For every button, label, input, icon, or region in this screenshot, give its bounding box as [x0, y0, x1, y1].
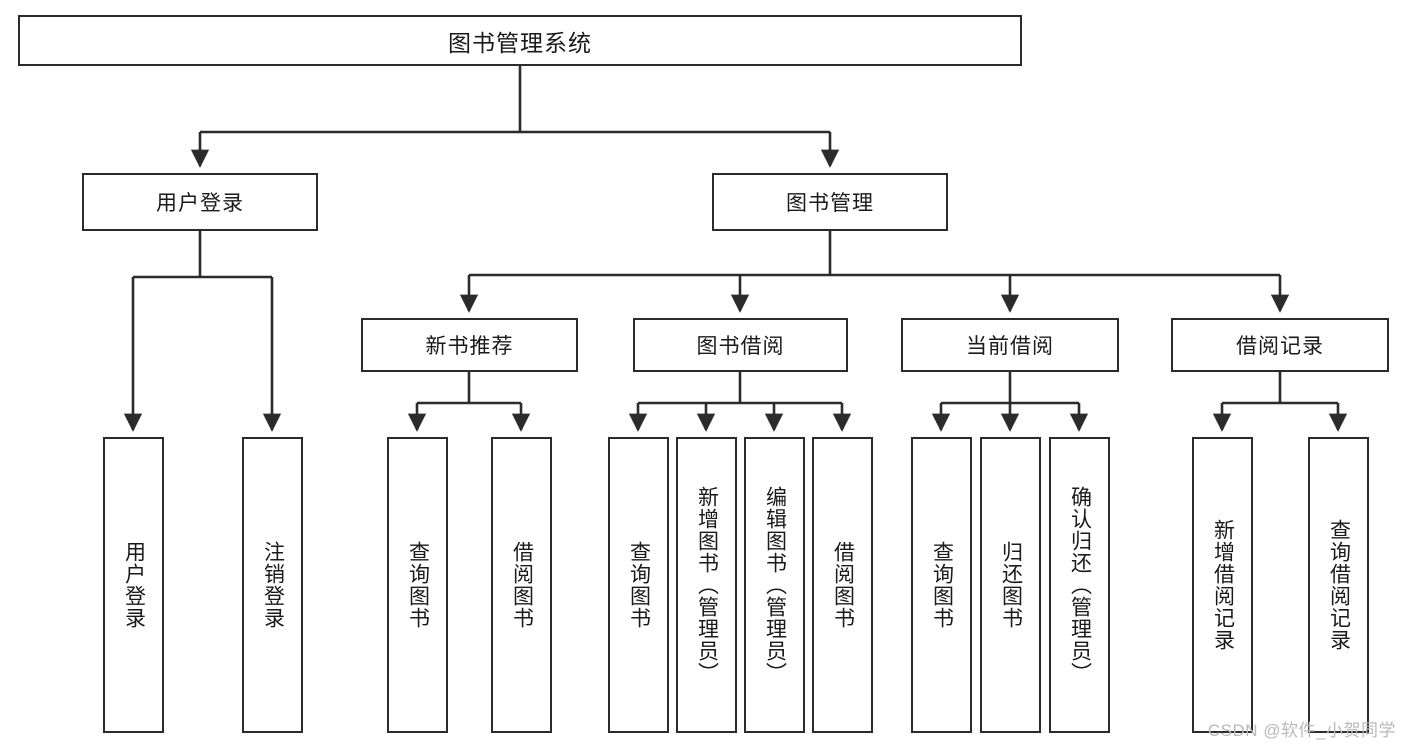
node-leaf-borrow-book[interactable]: 借阅图书 — [812, 437, 873, 733]
node-user-login[interactable]: 用户登录 — [82, 173, 318, 231]
node-label: 编辑图书（管理员） — [763, 486, 787, 684]
node-label: 新增图书（管理员） — [695, 486, 719, 684]
node-new-book-recommend[interactable]: 新书推荐 — [361, 318, 578, 372]
node-borrow-record[interactable]: 借阅记录 — [1171, 318, 1389, 372]
node-leaf-borrow-book-recommend[interactable]: 借阅图书 — [491, 437, 552, 733]
node-label: 查询图书 — [627, 541, 651, 629]
node-leaf-edit-book-admin[interactable]: 编辑图书（管理员） — [744, 437, 805, 733]
node-label: 借阅记录 — [1236, 335, 1324, 358]
node-label: 当前借阅 — [966, 335, 1054, 358]
node-leaf-query-borrow-record[interactable]: 查询借阅记录 — [1308, 437, 1369, 733]
node-label: 查询借阅记录 — [1327, 519, 1351, 651]
node-leaf-return-book[interactable]: 归还图书 — [980, 437, 1041, 733]
node-current-borrow[interactable]: 当前借阅 — [901, 318, 1119, 372]
node-label: 用户登录 — [122, 541, 146, 629]
node-leaf-logout-login[interactable]: 注销登录 — [242, 437, 303, 733]
node-label: 用户登录 — [156, 192, 244, 215]
node-leaf-confirm-return-admin[interactable]: 确认归还（管理员） — [1049, 437, 1110, 733]
node-label: 新书推荐 — [425, 335, 514, 358]
node-label: 图书借阅 — [696, 335, 785, 358]
node-root-book-management-system[interactable]: 图书管理系统 — [18, 15, 1022, 66]
node-label: 图书管理系统 — [448, 29, 592, 56]
node-leaf-query-book-borrow[interactable]: 查询图书 — [608, 437, 669, 733]
node-leaf-add-borrow-record[interactable]: 新增借阅记录 — [1192, 437, 1253, 733]
node-leaf-query-book-current[interactable]: 查询图书 — [911, 437, 972, 733]
node-leaf-query-book-recommend[interactable]: 查询图书 — [387, 437, 448, 733]
watermark-text: CSDN @软件_小贺同学 — [1207, 721, 1396, 740]
node-label: 确认归还（管理员） — [1068, 486, 1092, 684]
node-label: 归还图书 — [999, 541, 1023, 629]
node-label: 查询图书 — [406, 541, 430, 629]
node-book-management[interactable]: 图书管理 — [712, 173, 948, 231]
node-leaf-user-login[interactable]: 用户登录 — [103, 437, 164, 733]
node-label: 借阅图书 — [831, 541, 855, 629]
node-label: 查询图书 — [930, 541, 954, 629]
node-book-borrow[interactable]: 图书借阅 — [633, 318, 848, 372]
node-leaf-add-book-admin[interactable]: 新增图书（管理员） — [676, 437, 737, 733]
node-label: 借阅图书 — [510, 541, 534, 629]
node-label: 图书管理 — [786, 192, 874, 215]
node-label: 注销登录 — [261, 541, 285, 629]
node-label: 新增借阅记录 — [1211, 519, 1235, 651]
